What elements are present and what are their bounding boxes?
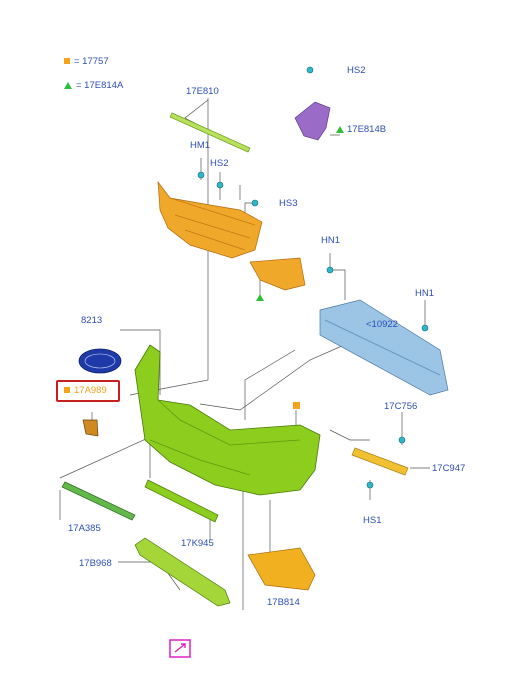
- part-17a989-bracket[interactable]: [82, 419, 99, 437]
- label-17k945[interactable]: 17K945: [181, 538, 214, 549]
- label-17c756[interactable]: 17C756: [384, 401, 418, 412]
- highlight-box: [56, 380, 120, 402]
- square-icon: [64, 387, 70, 394]
- marker-17e814a: [256, 294, 264, 301]
- marker-17e814a: [336, 126, 344, 133]
- part-upper-bracket[interactable]: [157, 180, 263, 259]
- part-17e810-strip[interactable]: [169, 112, 251, 153]
- label-17c947[interactable]: 17C947: [432, 463, 466, 474]
- triangle-icon: [64, 81, 72, 89]
- part-side-bracket[interactable]: [249, 257, 306, 291]
- part-bumper-cover[interactable]: [134, 344, 321, 496]
- part-17c947-bracket[interactable]: [351, 447, 409, 476]
- part-17k945-grille[interactable]: [144, 479, 219, 523]
- label-hs1[interactable]: HS1: [363, 515, 382, 526]
- label-hn1-a[interactable]: HN1: [321, 235, 341, 246]
- label-8213[interactable]: 8213: [81, 315, 103, 326]
- label-hs2-top[interactable]: HS2: [347, 65, 366, 76]
- label-17b814[interactable]: 17B814: [267, 597, 300, 608]
- part-17b814-bezel[interactable]: [247, 547, 316, 591]
- part-17e814b-bracket[interactable]: [294, 101, 331, 141]
- label-hm1[interactable]: HM1: [190, 140, 211, 151]
- part-8213-emblem[interactable]: [78, 348, 122, 374]
- label-10922[interactable]: <10922: [366, 319, 398, 330]
- part-10922-beam[interactable]: [319, 299, 449, 396]
- label-17b968[interactable]: 17B968: [79, 558, 112, 569]
- part-17a385-strip[interactable]: [61, 481, 136, 521]
- label-hn1-b[interactable]: HN1: [415, 288, 435, 299]
- marker-17757: [293, 402, 300, 409]
- label-17e814b[interactable]: 17E814B: [347, 124, 387, 135]
- label-17e810[interactable]: 17E810: [186, 86, 219, 97]
- label-17a385[interactable]: 17A385: [68, 523, 101, 534]
- square-icon: [64, 58, 70, 65]
- part-17b968-grille[interactable]: [134, 537, 231, 607]
- label-hs2-mid[interactable]: HS2: [210, 158, 229, 169]
- label-hs3[interactable]: HS3: [279, 198, 298, 209]
- legend-item-17757: = 17757: [64, 56, 109, 67]
- legend-item-17e814a: = 17E814A: [64, 80, 123, 91]
- label-17a989[interactable]: 17A989: [64, 385, 107, 396]
- clip-fasteners: [197, 66, 429, 489]
